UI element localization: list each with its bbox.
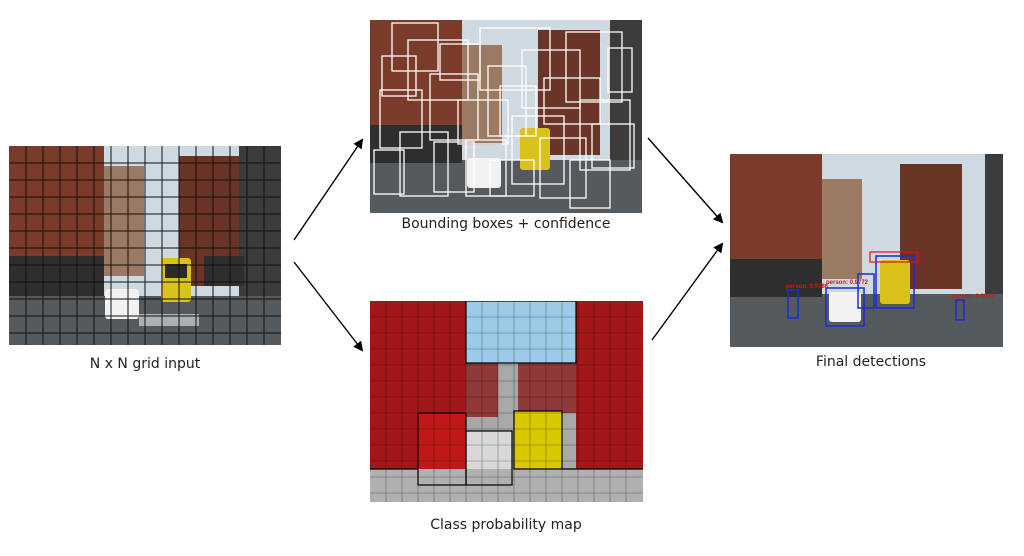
arrow-input-to-boxes xyxy=(293,138,364,241)
arrow-input-to-classmap xyxy=(293,261,364,352)
class-probability-map xyxy=(370,301,643,502)
final-detections-image: person: 0.9786 person: 0.9772 person: 0.… xyxy=(730,154,1003,347)
grid-input-image xyxy=(9,146,281,345)
final-detections-caption: Final detections xyxy=(815,354,927,370)
arrow-boxes-to-final xyxy=(647,137,724,224)
arrow-classmap-to-final xyxy=(651,242,724,341)
class-probability-image xyxy=(370,301,643,502)
detection-label-1: person: 0.9786 xyxy=(786,284,829,290)
detection-label-3: person: 0.9933 xyxy=(952,294,995,300)
street-scene-grid xyxy=(9,146,281,345)
street-scene-boxes xyxy=(370,20,642,213)
bounding-boxes-caption: Bounding boxes + confidence xyxy=(401,216,611,232)
street-scene-detections xyxy=(730,154,1003,347)
class-probability-caption: Class probability map xyxy=(430,517,582,533)
detection-label-2: person: 0.9772 xyxy=(826,280,869,286)
bounding-boxes-image xyxy=(370,20,642,213)
grid-input-caption: N x N grid input xyxy=(89,356,201,372)
